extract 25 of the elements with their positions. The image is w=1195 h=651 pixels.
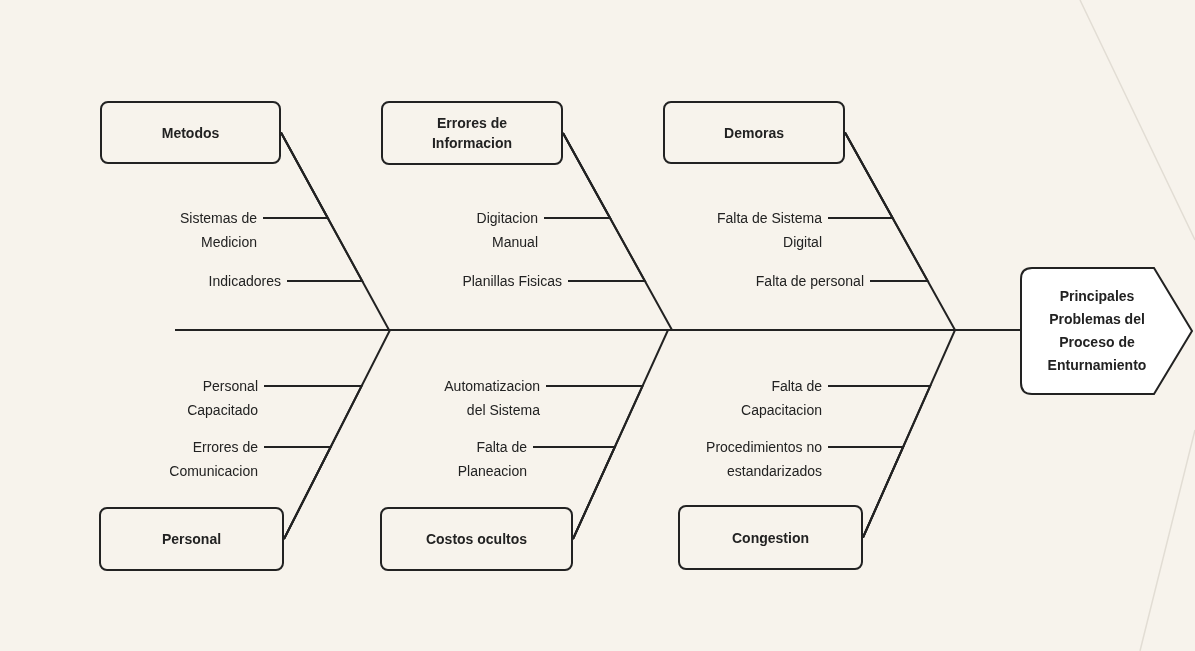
bone-line bbox=[827, 446, 905, 539]
category-box: Personal bbox=[99, 507, 284, 571]
cause-text: Indicadores bbox=[171, 269, 281, 293]
bone-line bbox=[562, 132, 647, 282]
bone-line bbox=[844, 131, 930, 282]
cause-text: Planillas Fisicas bbox=[432, 269, 562, 293]
bone-line bbox=[532, 446, 617, 540]
cause-text: Sistemas de Medicion bbox=[167, 206, 257, 254]
bone-line bbox=[280, 131, 364, 282]
category-box: Errores de Informacion bbox=[381, 101, 563, 165]
bone-line bbox=[263, 446, 333, 540]
category-box: Congestion bbox=[678, 505, 863, 570]
cause-text: Falta de Capacitacion bbox=[732, 374, 822, 422]
cause-text: Procedimientos no estandarizados bbox=[682, 435, 822, 483]
cause-text: Falta de Planeacion bbox=[447, 435, 527, 483]
category-box: Costos ocultos bbox=[380, 507, 573, 571]
category-box: Demoras bbox=[663, 101, 845, 164]
cause-text: Errores de Comunicacion bbox=[158, 435, 258, 483]
cause-text: Falta de personal bbox=[724, 269, 864, 293]
cause-text: Automatizacion del Sistema bbox=[430, 374, 540, 422]
cause-text: Personal Capacitado bbox=[178, 374, 258, 422]
cause-text: Falta de Sistema Digital bbox=[692, 206, 822, 254]
cause-text: Digitacion Manual bbox=[458, 206, 538, 254]
category-box: Metodos bbox=[100, 101, 281, 164]
problem-head: Principales Problemas del Proceso de Enturnamiento bbox=[1020, 267, 1194, 395]
